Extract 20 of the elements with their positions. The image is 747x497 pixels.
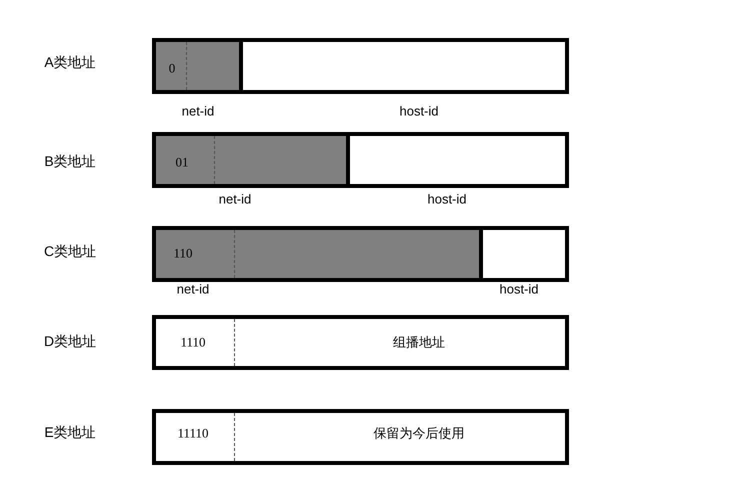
field-label: host-id [399,104,439,118]
address-bar [152,315,569,370]
class-label: C类地址 [44,244,96,258]
field-description: 组播地址 [393,336,445,348]
field-label: host-id [427,192,467,206]
bit-prefix: 110 [173,246,193,260]
field-label: net-id [218,192,252,206]
class-label: E类地址 [44,425,96,439]
bit-prefix: 0 [168,62,176,74]
field-label: net-id [176,282,210,296]
class-label: B类地址 [44,154,96,168]
class-label: D类地址 [44,334,96,348]
bit-prefix: 1110 [180,336,206,348]
field-description: 保留为今后使用 [374,426,464,440]
bit-prefix: 01 [176,156,188,168]
address-bar [152,409,569,465]
field-label: net-id [182,104,214,118]
class-label: A类地址 [44,55,96,69]
bit-prefix: 11110 [177,426,209,440]
field-label: host-id [499,282,539,296]
